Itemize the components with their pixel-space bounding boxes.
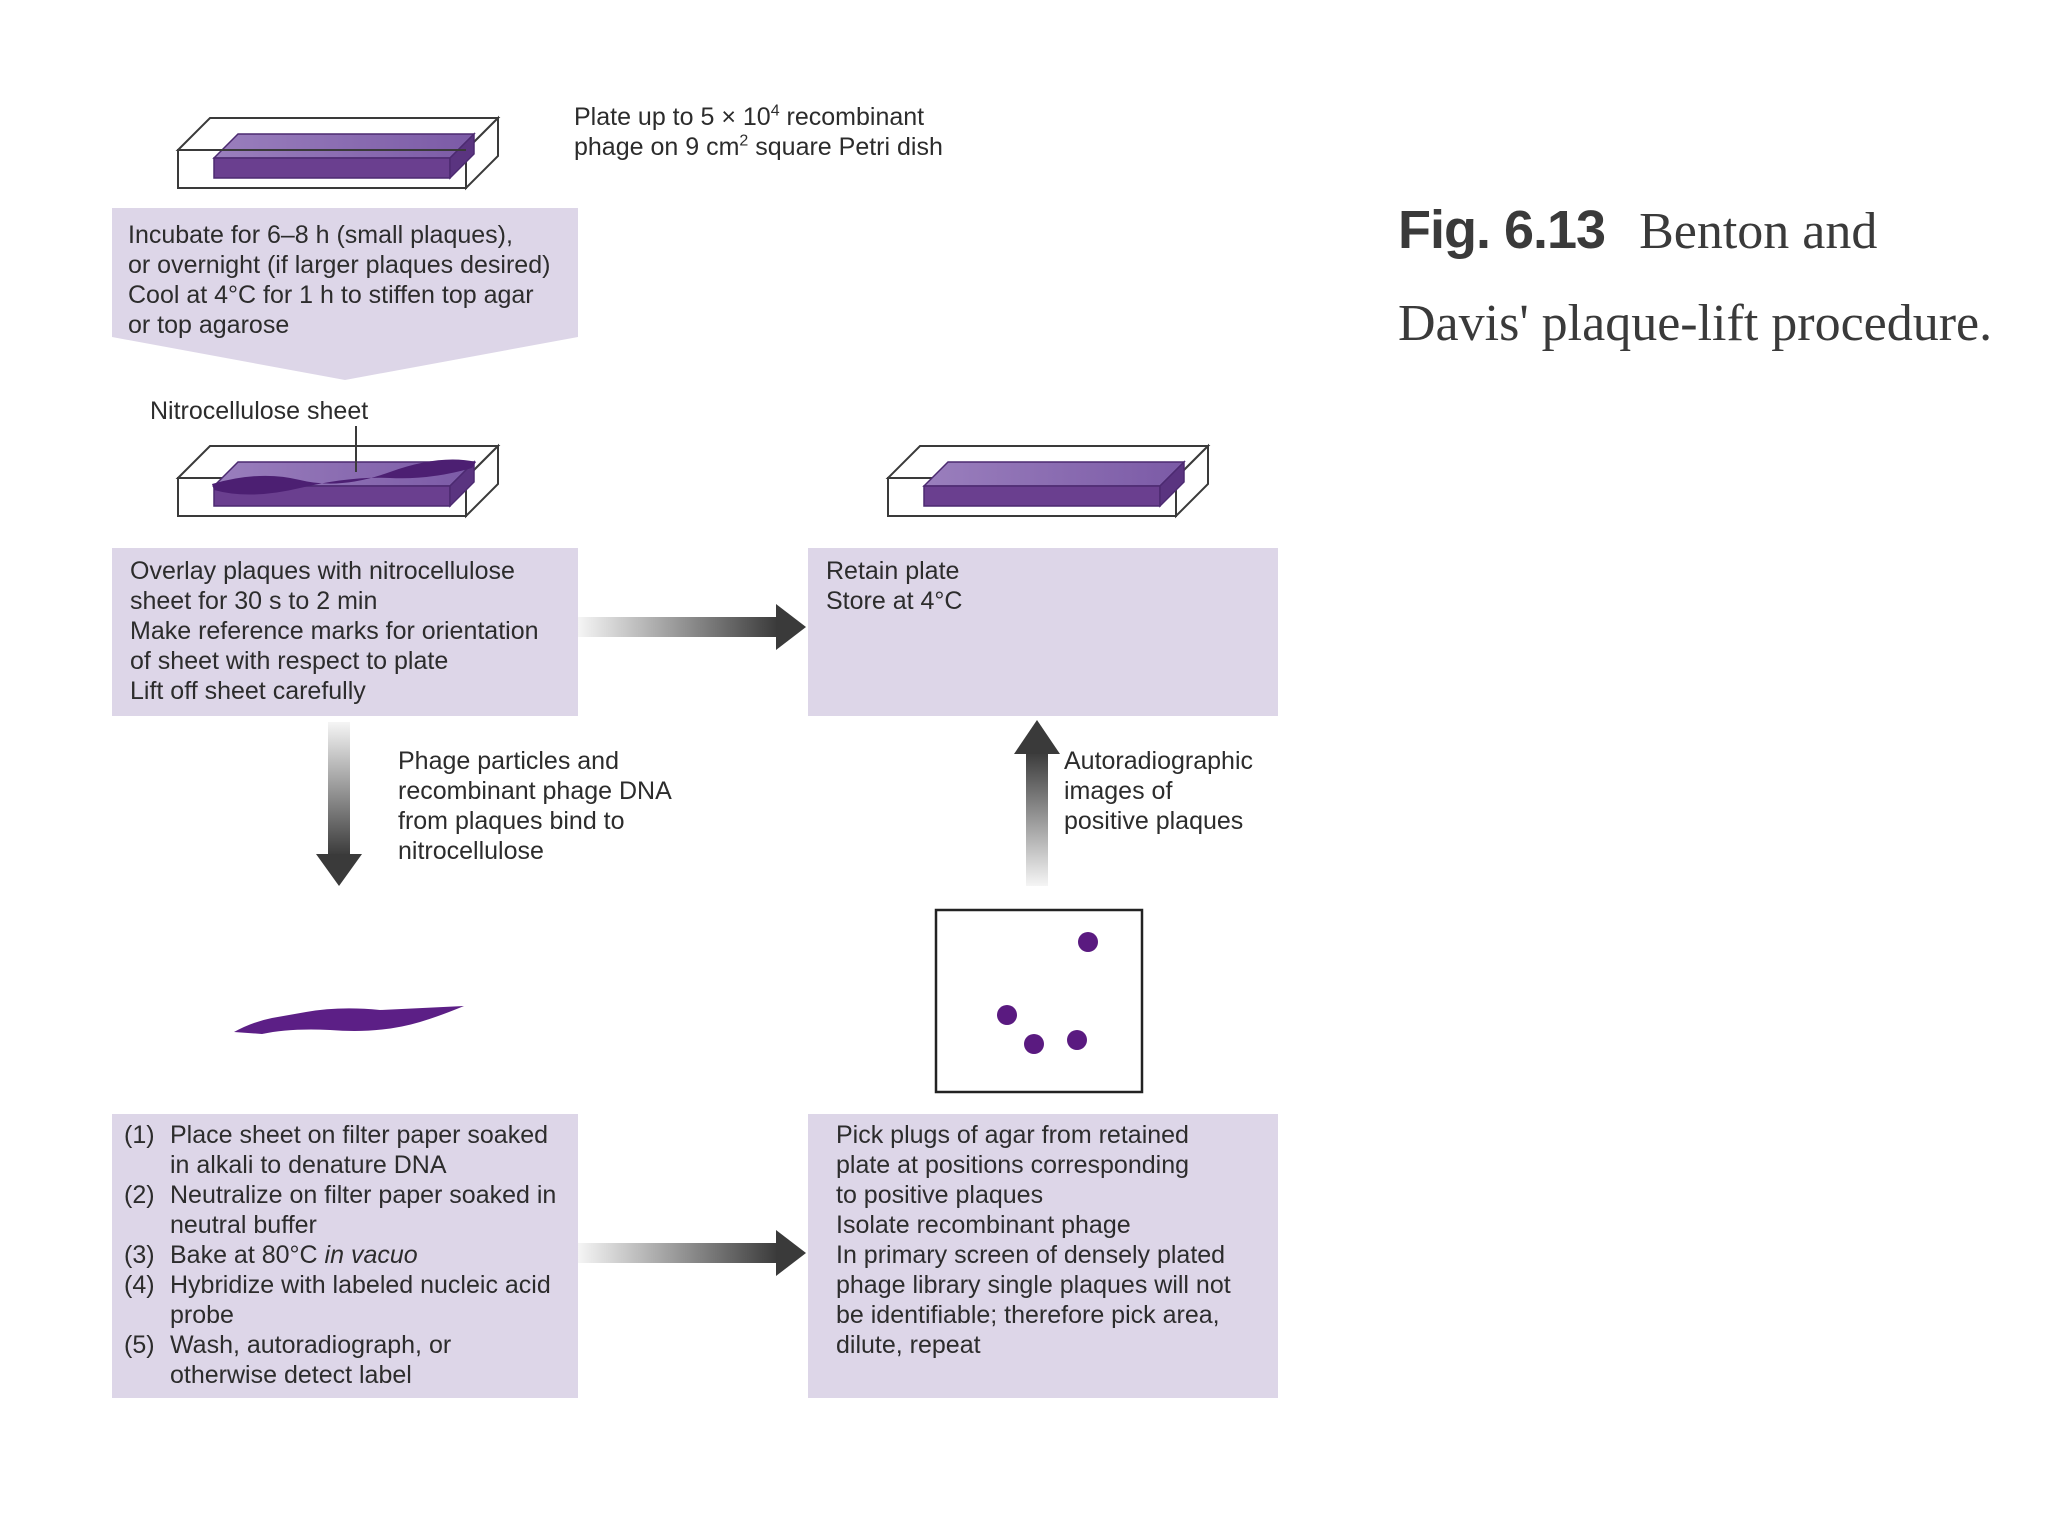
petri-dish-1 [175, 115, 501, 191]
step-number: (3) [124, 1241, 155, 1269]
pick-line: to positive plaques [836, 1181, 1044, 1209]
plate-label-line2-pre: phage on 9 cm [574, 133, 740, 161]
overlay-box: Overlay plaques with nitrocellulose shee… [112, 548, 578, 716]
autorad-label: Autoradiographic images of positive plaq… [1064, 746, 1304, 836]
plaque-dot [1067, 1030, 1087, 1050]
plate-label-line2-post: square Petri dish [748, 133, 943, 161]
pick-line: plate at positions corresponding [836, 1151, 1190, 1179]
overlay-line: sheet for 30 s to 2 min [130, 587, 378, 615]
bind-line: from plaques bind to [398, 807, 625, 835]
positive-plaques [997, 932, 1098, 1054]
pick-line: Pick plugs of agar from retained [836, 1121, 1189, 1149]
plate-label-line2-sup: 2 [739, 132, 749, 150]
overlay-line: of sheet with respect to plate [130, 647, 449, 675]
retain-line: Store at 4°C [826, 587, 963, 615]
step-item: (2) Neutralize on filter paper soaked in … [124, 1180, 564, 1240]
plate-label-line1-post: recombinant [779, 103, 925, 131]
step-number: (5) [124, 1331, 155, 1359]
lifted-sheet [234, 1006, 464, 1034]
figure-caption-text: Benton and Davis' plaque-lift procedure. [1398, 203, 1993, 352]
overlay-line: Overlay plaques with nitrocellulose [130, 557, 515, 585]
pick-line: be identifiable; therefore pick area, [836, 1301, 1220, 1329]
step-item: (4) Hybridize with labeled nucleic acid p… [124, 1270, 564, 1330]
petri-dish-with-sheet [175, 426, 501, 519]
step-number: (4) [124, 1271, 155, 1299]
step-text: Wash, autoradiograph, or otherwise detec… [170, 1331, 452, 1389]
pick-box: Pick plugs of agar from retained plate a… [808, 1114, 1278, 1398]
bind-line: Phage particles and [398, 747, 619, 775]
plate-label-line1-sup: 4 [770, 102, 780, 120]
incubate-line: Incubate for 6–8 h (small plaques), [128, 221, 513, 249]
step-text: Place sheet on filter paper soaked in al… [170, 1121, 549, 1179]
arrow-right-upper [578, 604, 806, 650]
step-text-italic: in vacuo [324, 1241, 418, 1269]
step-item: (1) Place sheet on filter paper soaked in… [124, 1120, 564, 1180]
nitrocellulose-label: Nitrocellulose sheet [150, 397, 369, 425]
incubate-line: or overnight (if larger plaques desired) [128, 251, 551, 279]
pick-line: dilute, repeat [836, 1331, 981, 1359]
step-item: (5) Wash, autoradiograph, or otherwise de… [124, 1330, 564, 1390]
arrow-down [316, 722, 362, 886]
plate-label: Plate up to 5 × 104 recombinant phage on… [574, 102, 1014, 162]
overlay-line: Make reference marks for orientation [130, 617, 539, 645]
autorad-line: positive plaques [1064, 807, 1244, 835]
step-text: Neutralize on filter paper soaked in neu… [170, 1181, 557, 1239]
bind-line: recombinant phage DNA [398, 777, 672, 805]
petri-dish-retained [885, 443, 1211, 519]
step-text: Hybridize with labeled nucleic acid prob… [170, 1271, 551, 1329]
retain-box: Retain plate Store at 4°C [808, 548, 1278, 716]
step-number: (1) [124, 1121, 155, 1149]
arrow-right-lower [578, 1230, 806, 1276]
autorad-line: images of [1064, 777, 1173, 805]
bind-label: Phage particles and recombinant phage DN… [398, 746, 728, 866]
step-item: (3) Bake at 80°C in vacuo [124, 1240, 564, 1270]
autorad-line: Autoradiographic [1064, 747, 1254, 775]
autoradiograph-film [934, 908, 1144, 1094]
overlay-line: Lift off sheet carefully [130, 677, 366, 705]
step-text-wrap: Bake at 80°C in vacuo [170, 1240, 564, 1270]
step-number: (2) [124, 1181, 155, 1209]
retain-line: Retain plate [826, 557, 960, 585]
pick-line: Isolate recombinant phage [836, 1211, 1131, 1239]
steps-box: (1) Place sheet on filter paper soaked in… [112, 1114, 578, 1398]
arrow-up [1014, 720, 1060, 886]
bind-line: nitrocellulose [398, 837, 544, 865]
pick-line: phage library single plaques will not [836, 1271, 1231, 1299]
plaque-dot [997, 1005, 1017, 1025]
plaque-dot [1024, 1034, 1044, 1054]
incubate-line: Cool at 4°C for 1 h to stiffen top agar [128, 281, 534, 309]
pick-line: In primary screen of densely plated [836, 1241, 1226, 1269]
step-text: Bake at 80°C [170, 1241, 318, 1269]
figure-number: Fig. 6.13 [1398, 200, 1606, 260]
steps-list: (1) Place sheet on filter paper soaked in… [124, 1120, 564, 1390]
incubate-line: or top agarose [128, 311, 290, 339]
plaque-dot [1078, 932, 1098, 952]
plate-label-line1-pre: Plate up to 5 × 10 [574, 103, 771, 131]
